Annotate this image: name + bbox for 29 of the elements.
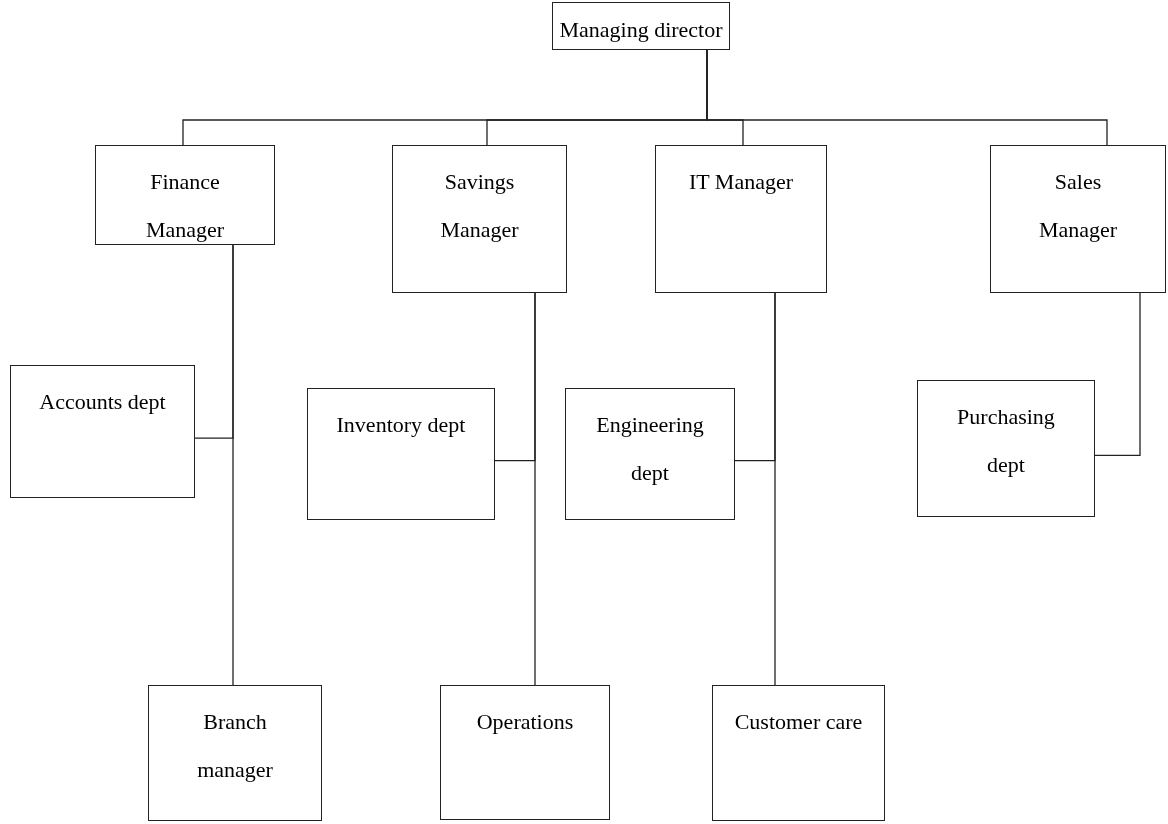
org-box — [307, 388, 495, 520]
connector-line — [1094, 292, 1141, 456]
connector-line — [774, 292, 776, 686]
org-box — [990, 145, 1166, 293]
org-box — [712, 685, 885, 821]
connector-line — [706, 49, 1108, 146]
role-label: Operations — [476, 708, 574, 736]
org-box — [440, 685, 610, 820]
role-label: Customer care — [734, 708, 863, 736]
org-box — [552, 2, 730, 50]
role-label: IT Manager — [688, 168, 794, 196]
org-box — [392, 145, 567, 293]
org-box — [148, 685, 322, 821]
org-box — [10, 365, 195, 498]
org-box — [655, 145, 827, 293]
org-box — [917, 380, 1095, 517]
role-label: Branch manager — [196, 708, 274, 784]
role-label: Engineering dept — [595, 411, 705, 487]
role-label: Managing director — [559, 16, 723, 44]
org-box — [565, 388, 735, 520]
role-label: Purchasing dept — [956, 403, 1056, 479]
role-label: Finance Manager — [144, 168, 226, 244]
role-label: Inventory dept — [336, 411, 466, 439]
connector-line — [232, 244, 234, 686]
role-label: Accounts dept — [39, 388, 166, 416]
role-label: Sales Manager — [1037, 168, 1119, 244]
org-box — [95, 145, 275, 245]
connector-line — [534, 292, 536, 686]
role-label: Savings Manager — [439, 168, 520, 244]
